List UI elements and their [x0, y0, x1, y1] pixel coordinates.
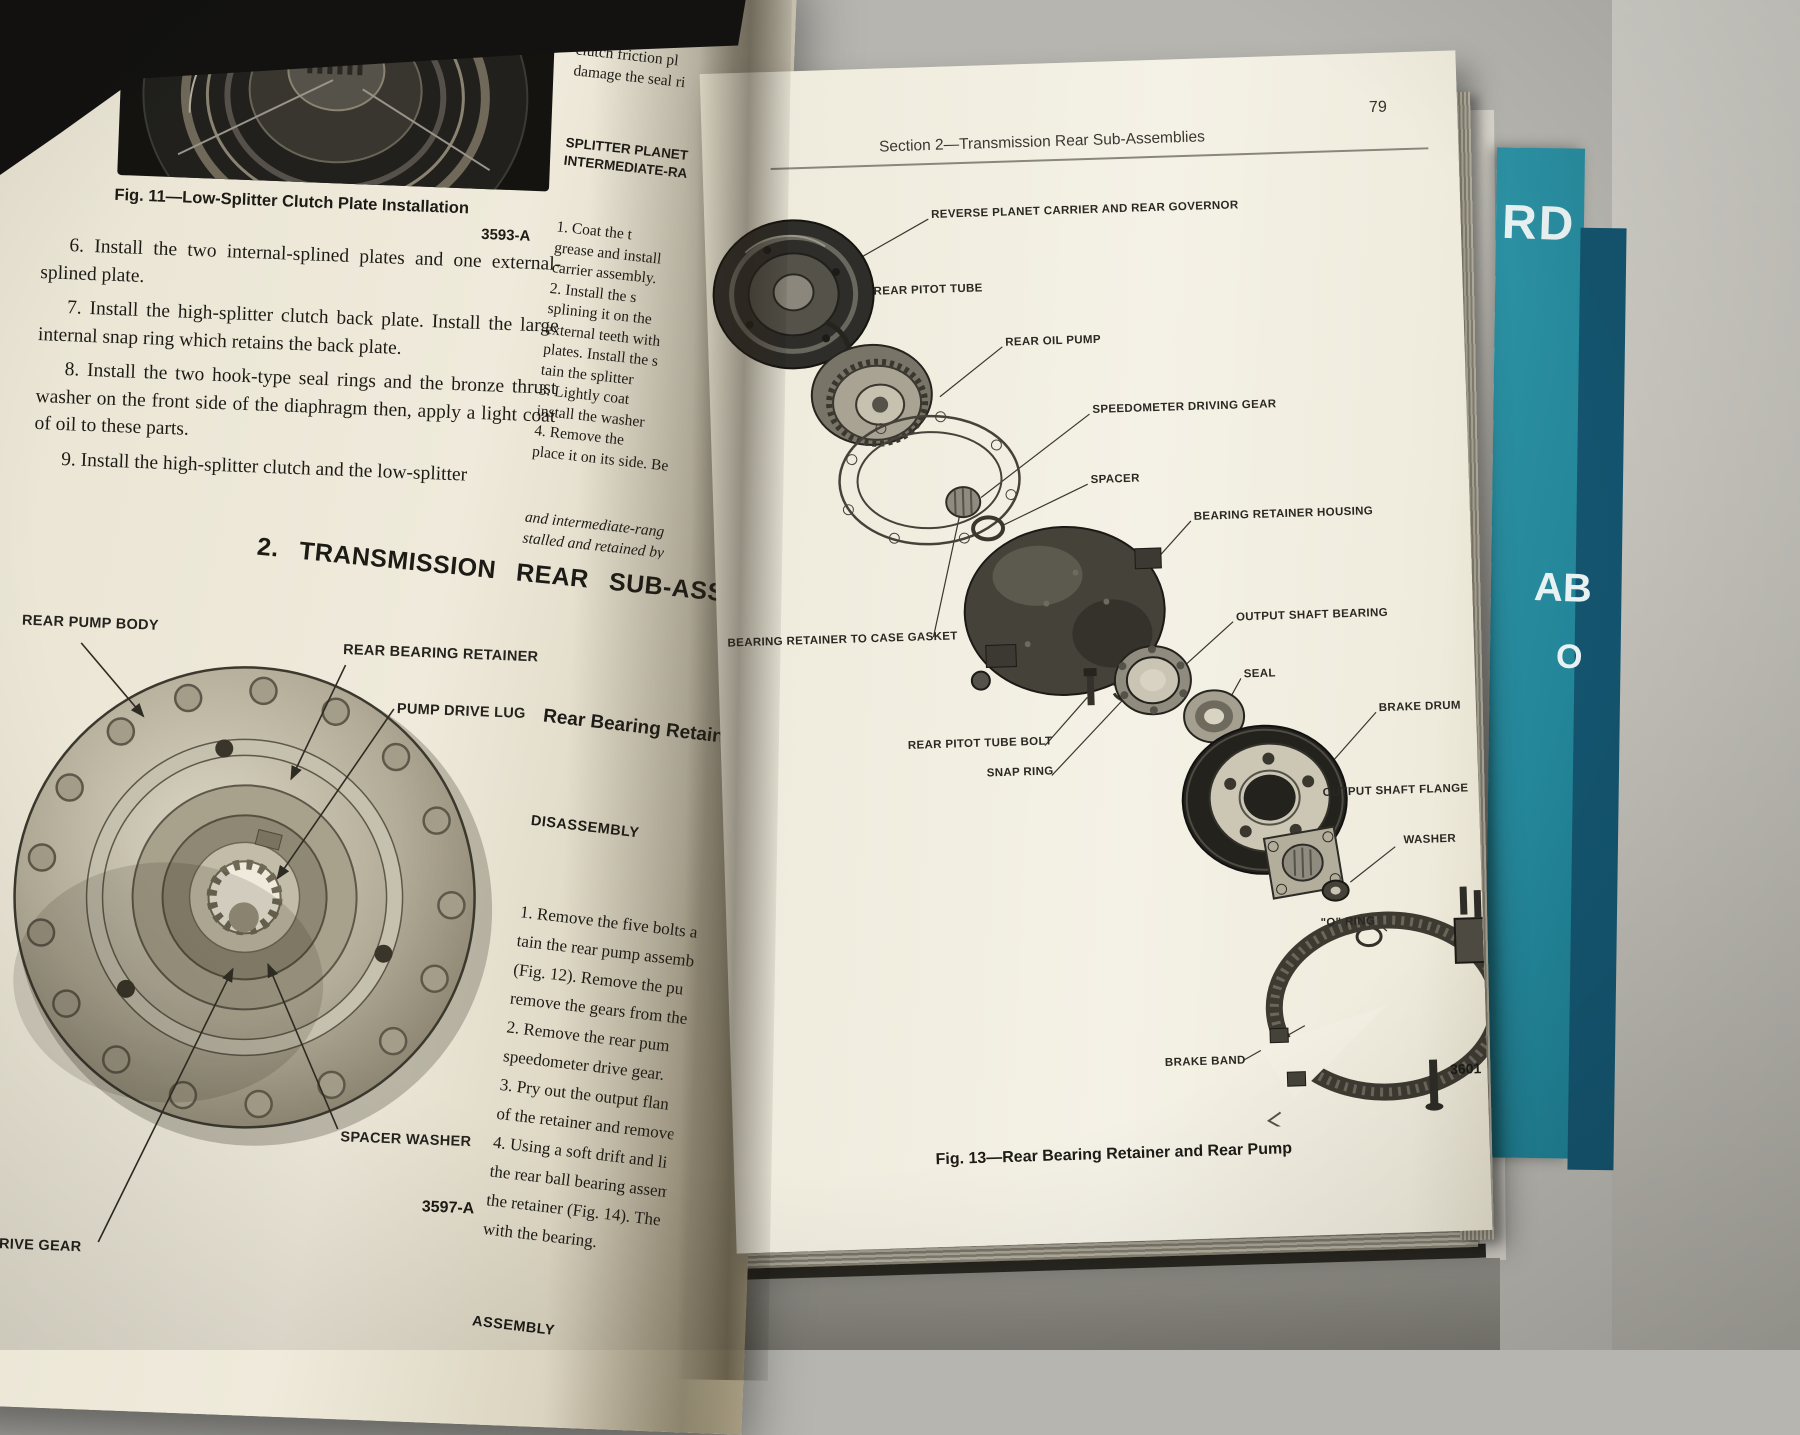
planet-carrier-part [712, 219, 875, 370]
output-shaft-bearing-part [1113, 645, 1192, 716]
fig13-code: 3601 [1449, 1060, 1482, 1078]
fig12-code: 3597-A [421, 1198, 475, 1218]
step-7: 7. Install the high-splitter clutch back… [37, 297, 560, 359]
label-seal: SEAL [1243, 667, 1277, 681]
fig11-caption: Fig. 11—Low-Splitter Clutch Plate Instal… [114, 185, 470, 218]
figure-arrows [80, 642, 395, 1243]
fig11-code: 3593-A [480, 225, 531, 245]
speedometer-gear-part [945, 486, 982, 519]
bearing-retainer-housing-part [963, 525, 1166, 696]
fig13-caption: Fig. 13—Rear Bearing Retainer and Rear P… [935, 1140, 1293, 1169]
spine-letters-mid: AB [1533, 565, 1593, 611]
label-brake-band: BRAKE BAND [1164, 1054, 1246, 1070]
pitot-tube-bolt-part [1083, 667, 1097, 706]
procedure-steps: 6. Install the two internal-splined plat… [32, 231, 561, 499]
spine-letters-top: RD [1501, 195, 1577, 252]
label-snap-ring: SNAP RING [986, 765, 1054, 780]
spacer-part [971, 515, 1006, 542]
step-8: 8. Install the two hook-type seal rings … [34, 359, 557, 440]
spine-letters-low: O [1555, 637, 1584, 677]
brake-band-part [1258, 886, 1489, 1137]
left-page: Fig. 11—Low-Splitter Clutch Plate Instal… [0, 0, 799, 1435]
pump-bolts [116, 739, 393, 998]
background-wall [1612, 0, 1800, 1350]
rear-pump-figure [13, 642, 493, 1243]
output-shaft-flange-part [1262, 825, 1345, 900]
running-header: Section 2—Transmission Rear Sub-Assembli… [878, 128, 1206, 156]
label-spacer: SPACER [1090, 472, 1140, 487]
label-washer: WASHER [1403, 832, 1457, 847]
case-gasket-part [838, 411, 1021, 546]
pump-drive-lug-part [254, 828, 283, 851]
label-o-ring: "O" RING [1320, 915, 1376, 930]
right-page: Section 2—Transmission Rear Sub-Assembli… [699, 50, 1493, 1254]
exploded-view-diagram [712, 218, 1489, 1137]
pump-bolt-holes [26, 676, 466, 1119]
page-number: 79 [1368, 98, 1388, 117]
pump-inner-gear [228, 902, 259, 933]
washer-part [1321, 879, 1350, 902]
pitot-tube-part [824, 319, 857, 361]
